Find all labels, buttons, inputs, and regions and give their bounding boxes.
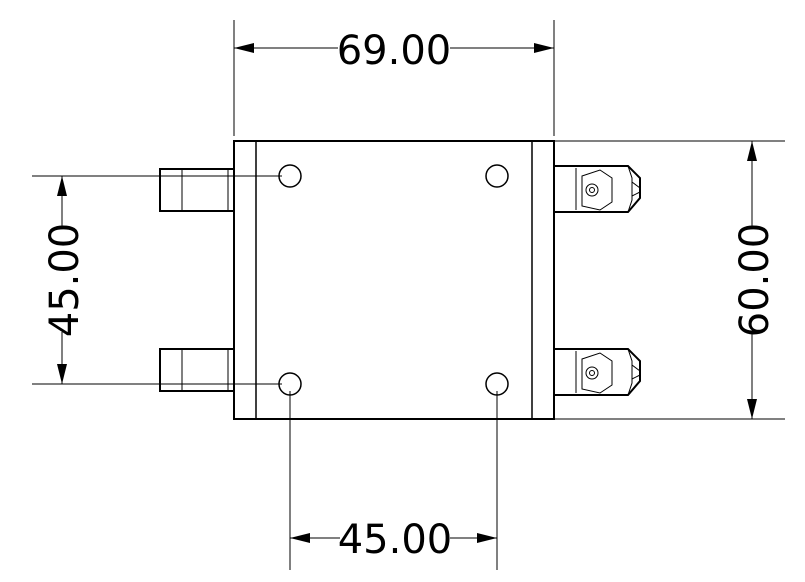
- left-fitting-top: [159, 168, 235, 212]
- dimension-top-label: 69.00: [337, 28, 452, 74]
- right-connector-bottom: [553, 348, 641, 396]
- dimension-bottom-label: 45.00: [338, 517, 453, 563]
- dimension-top: 69.00: [233, 20, 555, 136]
- dimension-bottom: 45.00: [289, 391, 498, 570]
- hole-top-right: [485, 164, 509, 188]
- dimension-left: 45.00: [32, 175, 282, 385]
- left-fitting-bottom: [159, 348, 235, 392]
- dimension-right-label: 60.00: [732, 223, 778, 338]
- right-connector-top: [553, 165, 641, 213]
- dimension-right: 60.00: [554, 140, 785, 420]
- dimension-left-label: 45.00: [42, 223, 88, 338]
